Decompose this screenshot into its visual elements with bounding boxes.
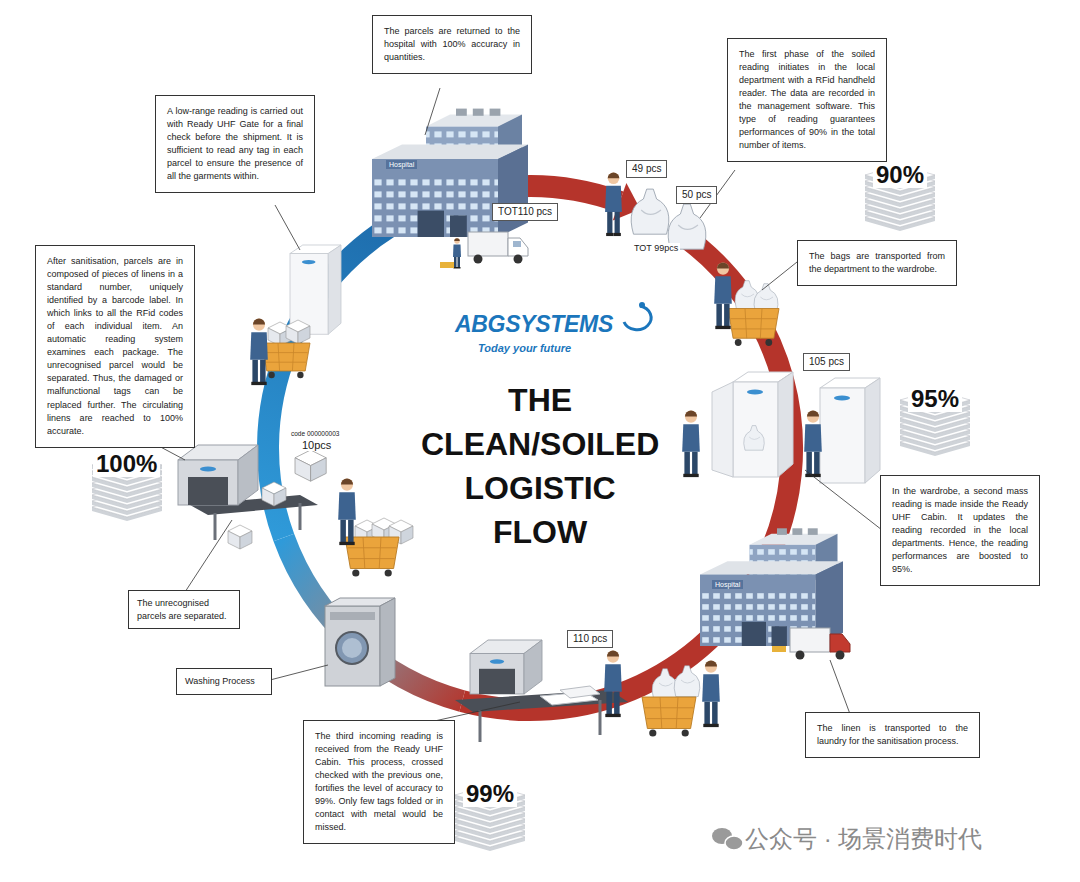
callout-box: The parcels are returned to the hospital… <box>372 15 532 74</box>
callout-text: The parcels are returned to the hospital… <box>384 25 520 64</box>
parcel-count: 10pcs <box>300 439 333 451</box>
accuracy-percent: 100% <box>93 451 160 477</box>
callout-text: The third incoming reading is received f… <box>315 730 443 834</box>
callout-box: The third incoming reading is received f… <box>303 720 455 844</box>
count-tag: 50 pcs <box>676 186 717 204</box>
count-tag: 110 pcs <box>567 630 613 648</box>
callout-box: Washing Process <box>176 668 272 695</box>
callout-text: The bags are transported from the depart… <box>809 250 945 276</box>
callout-box: A low-range reading is carried out with … <box>155 95 315 193</box>
callout-box: The bags are transported from the depart… <box>797 240 957 286</box>
watermark: 公众号 · 场景消费时代 <box>745 823 982 855</box>
accuracy-percent: 99% <box>463 781 517 807</box>
count-text: 49 pcs <box>632 163 661 175</box>
callout-box: After sanitisation, parcels are in compo… <box>35 245 195 448</box>
building-sign: Hospital <box>386 160 417 169</box>
callout-text: A low-range reading is carried out with … <box>167 105 303 183</box>
callout-box: The unrecognised parcels are separated. <box>128 590 240 629</box>
callout-box: The linen is transported to the laundry … <box>805 712 980 758</box>
parcel-code: code 000000003 <box>290 430 340 437</box>
count-text: TOT110 pcs <box>498 206 552 218</box>
callout-box: The first phase of the soiled reading in… <box>727 38 887 162</box>
callout-text: The first phase of the soiled reading in… <box>739 48 875 152</box>
count-label: TOT 99pcs <box>632 243 680 253</box>
building-sign: Hospital <box>712 580 743 589</box>
callout-text: After sanitisation, parcels are in compo… <box>47 255 183 438</box>
count-tag: TOT110 pcs <box>492 203 558 221</box>
count-text: 110 pcs <box>573 633 607 645</box>
callout-text: In the wardrobe, a second mass reading i… <box>892 485 1028 576</box>
count-text: 105 pcs <box>809 356 844 368</box>
accuracy-percent: 90% <box>873 162 927 188</box>
callout-box: In the wardrobe, a second mass reading i… <box>880 475 1040 586</box>
logo-text: ABGSYSTEMS <box>455 311 613 338</box>
accuracy-percent: 95% <box>908 386 962 412</box>
callout-text: The unrecognised parcels are separated. <box>137 597 231 622</box>
diagram-title: THE CLEAN/SOILED LOGISTIC FLOW <box>421 378 659 554</box>
count-tag: 49 pcs <box>626 160 667 178</box>
count-text: 50 pcs <box>682 189 711 201</box>
callout-text: Washing Process <box>185 675 263 688</box>
count-tag: 105 pcs <box>803 353 850 371</box>
logo-tagline: Today your future <box>478 342 571 354</box>
callout-text: The linen is transported to the laundry … <box>817 722 968 748</box>
